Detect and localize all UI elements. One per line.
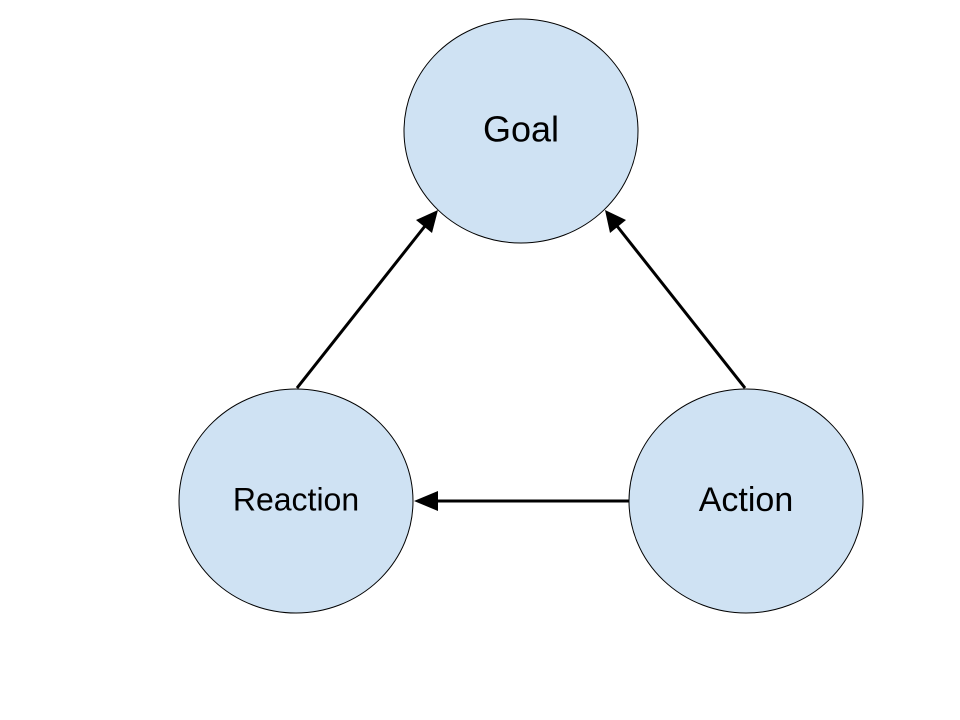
edge-action-to-goal-arrowhead: [605, 210, 626, 233]
edge-reaction-to-goal-arrowhead: [416, 210, 438, 233]
edge-action-to-reaction-arrowhead: [414, 491, 438, 511]
node-action-label: Action: [699, 481, 794, 519]
node-reaction: Reaction: [178, 388, 414, 614]
node-goal-label: Goal: [483, 109, 559, 150]
edge-reaction-to-goal-line: [295, 225, 427, 389]
node-goal-circle: [403, 18, 639, 244]
edge-action-to-goal: [605, 210, 747, 389]
node-action-circle: [628, 388, 864, 614]
edge-action-to-reaction: [414, 491, 629, 511]
node-reaction-label: Reaction: [233, 481, 359, 517]
edge-reaction-to-goal: [295, 210, 438, 389]
edge-action-to-goal-line: [615, 225, 747, 389]
node-action: Action: [628, 388, 864, 614]
node-reaction-circle: [178, 388, 414, 614]
node-goal: Goal: [403, 18, 639, 244]
